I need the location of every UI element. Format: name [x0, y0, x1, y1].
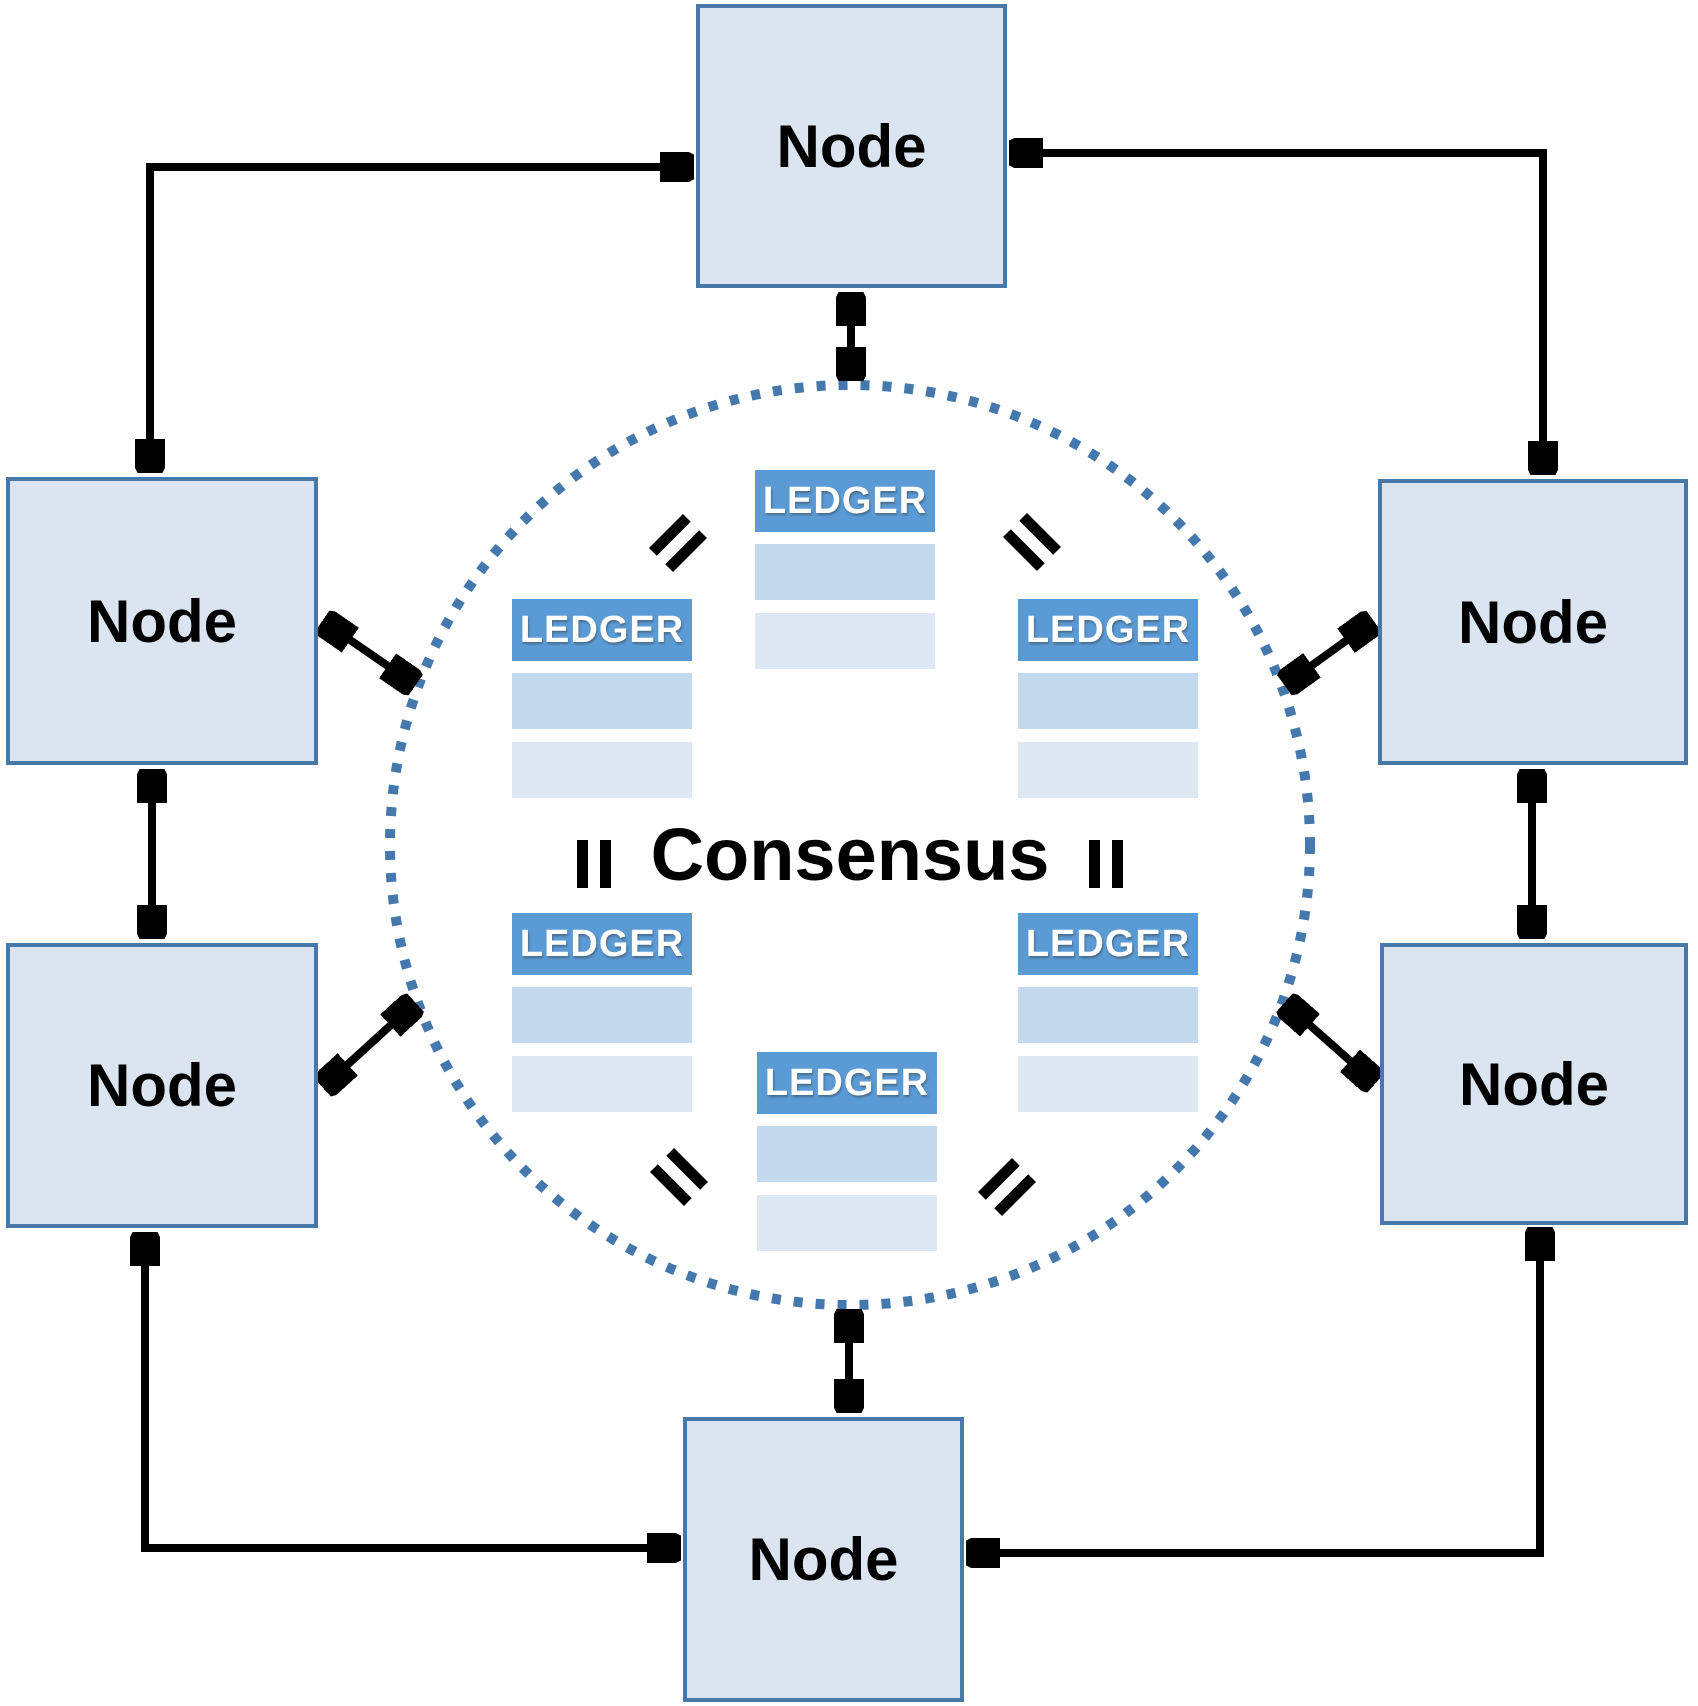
- node-label: Node: [87, 587, 237, 655]
- ledger-row: [1018, 673, 1198, 729]
- ledger-row: [512, 1056, 692, 1112]
- ledger-header: LEDGER: [757, 1052, 937, 1114]
- connector-lowerleft-bottom: [145, 1234, 679, 1548]
- ledger-header: LEDGER: [1018, 599, 1198, 661]
- node-box-lower-right: Node: [1380, 943, 1688, 1225]
- ledger-header: LEDGER: [512, 599, 692, 661]
- ledger-table-bottom: LEDGER: [757, 1052, 937, 1251]
- node-label: Node: [87, 1052, 237, 1119]
- arrow-upperright-circle: [1286, 622, 1372, 684]
- ledger-table-top: LEDGER: [755, 470, 935, 669]
- ledger-row: [1018, 742, 1198, 798]
- ledger-row: [755, 544, 935, 600]
- connector-lowerright-bottom: [968, 1229, 1540, 1553]
- ledger-row: [755, 613, 935, 669]
- ledger-header: LEDGER: [755, 470, 935, 532]
- ledger-table-upper-right: LEDGER: [1018, 599, 1198, 798]
- ledger-row: [757, 1126, 937, 1182]
- connector-top-upperright: [1011, 153, 1543, 473]
- arrow-lowerleft-circle: [324, 1004, 414, 1086]
- ledger-table-lower-left: LEDGER: [512, 913, 692, 1112]
- node-label: Node: [1458, 588, 1608, 656]
- node-label: Node: [1459, 1050, 1609, 1118]
- ledger-header: LEDGER: [1018, 913, 1198, 975]
- node-label: Node: [776, 112, 927, 180]
- ledger-row: [512, 673, 692, 729]
- arrow-upperleft-circle: [324, 622, 414, 684]
- ledger-row: [1018, 1056, 1198, 1112]
- ledger-row: [757, 1195, 937, 1251]
- node-box-bottom: Node: [683, 1417, 964, 1702]
- node-box-top: Node: [696, 4, 1007, 288]
- arrow-lowerright-circle: [1286, 1004, 1374, 1082]
- node-label: Node: [748, 1526, 899, 1593]
- consensus-circle-outline: [385, 380, 1315, 1310]
- node-box-lower-left: Node: [6, 943, 318, 1228]
- node-box-upper-right: Node: [1378, 479, 1688, 765]
- ledger-table-lower-right: LEDGER: [1018, 913, 1198, 1112]
- ledger-row: [512, 742, 692, 798]
- ledger-header: LEDGER: [512, 913, 692, 975]
- ledger-row: [512, 987, 692, 1043]
- connector-upperleft-top: [150, 167, 692, 471]
- consensus-label: Consensus: [650, 813, 1050, 896]
- node-box-upper-left: Node: [6, 477, 318, 765]
- ledger-row: [1018, 987, 1198, 1043]
- ledger-table-upper-left: LEDGER: [512, 599, 692, 798]
